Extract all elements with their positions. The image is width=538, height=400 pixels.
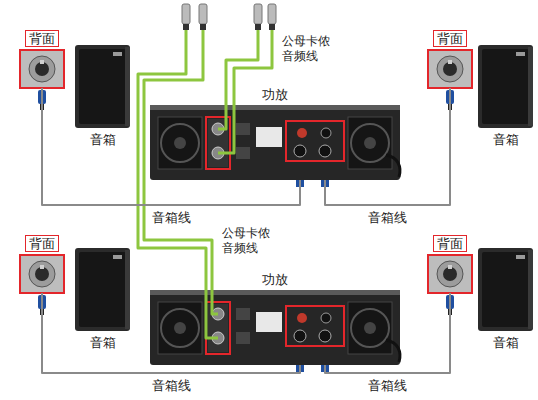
speaker-cable xyxy=(42,88,300,205)
speaker: 音箱 xyxy=(75,248,130,331)
xlr-plug xyxy=(199,4,207,24)
speaker-cable xyxy=(42,293,300,373)
xlr-plug xyxy=(182,4,190,24)
speaker: 音箱 xyxy=(478,248,533,331)
xlr-plug xyxy=(254,4,262,24)
speaker-back-inset: 背面 xyxy=(20,255,64,293)
speaker: 音箱 xyxy=(75,45,130,128)
xlr-plug-tail xyxy=(269,24,275,30)
node-label: 音箱 xyxy=(493,132,519,147)
speaker-back-inset: 背面 xyxy=(20,50,64,88)
xlr-plug-tail xyxy=(200,24,206,30)
node-label: 背面 xyxy=(25,235,59,252)
amplifier-art xyxy=(150,105,400,187)
node-label: 音箱 xyxy=(493,335,519,350)
cable-type-label: 公母卡侬 音频线 xyxy=(222,226,272,256)
cable-label: 音箱线 xyxy=(366,378,409,393)
speaker-cable xyxy=(325,88,450,205)
xlr-cable xyxy=(138,30,218,338)
node-label: 功放 xyxy=(262,272,288,287)
speaker: 音箱 xyxy=(478,45,533,128)
xlr-cable xyxy=(144,30,218,314)
speaker-art xyxy=(478,248,533,331)
amplifier: 功放 xyxy=(150,290,400,365)
node-label: 音箱 xyxy=(90,335,116,350)
speaker-art xyxy=(75,45,130,128)
node-label: 背面 xyxy=(433,235,467,252)
xlr-plug xyxy=(268,4,276,24)
speaker-art xyxy=(75,248,130,331)
speaker-cable xyxy=(325,293,450,373)
node-label: 音箱 xyxy=(90,132,116,147)
amplifier: 功放 xyxy=(150,105,400,180)
cable-label: 音箱线 xyxy=(366,210,409,225)
amplifier-art xyxy=(150,290,400,372)
node-label: 背面 xyxy=(25,30,59,47)
cable-label: 音箱线 xyxy=(150,210,193,225)
cable-label: 音箱线 xyxy=(150,378,193,393)
cable-type-label: 公母卡侬 音频线 xyxy=(282,34,332,64)
node-label: 功放 xyxy=(262,87,288,102)
xlr-plug-tail xyxy=(255,24,261,30)
speaker-art xyxy=(478,45,533,128)
speaker-back-inset: 背面 xyxy=(428,255,472,293)
xlr-cable xyxy=(218,30,258,129)
speaker-back-inset: 背面 xyxy=(428,50,472,88)
xlr-plug-tail xyxy=(183,24,189,30)
node-label: 背面 xyxy=(433,30,467,47)
